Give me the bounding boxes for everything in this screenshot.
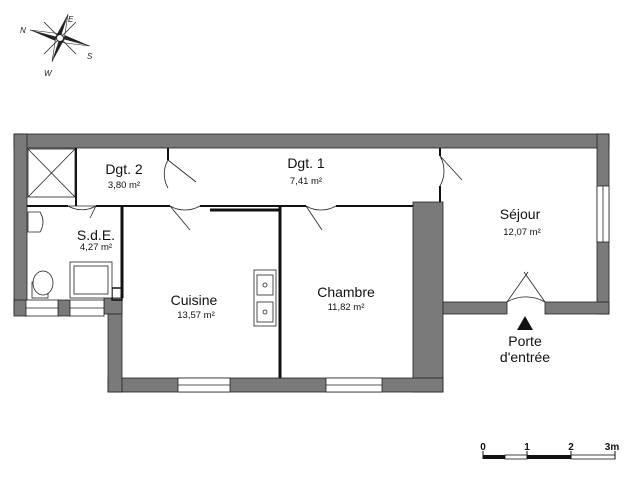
room-chambre-name: Chambre <box>317 284 375 300</box>
compass-east: E <box>68 15 74 24</box>
room-dgt1-area: 7,41 m² <box>290 176 322 187</box>
entrance-label-line1: Porte <box>508 333 542 349</box>
scale-tick-3: 3m <box>605 442 620 453</box>
washbasin <box>27 211 44 233</box>
compass-rose: N E S W <box>20 13 93 78</box>
room-labels: Dgt. 2 3,80 m² Dgt. 1 7,41 m² Séjour 12,… <box>77 155 550 365</box>
doors <box>67 155 546 303</box>
partitions <box>27 148 441 378</box>
scale-tick-1: 1 <box>524 442 530 453</box>
entrance-label-line2: d'entrée <box>500 349 550 365</box>
fixtures <box>27 148 277 327</box>
walls <box>13 133 610 393</box>
room-sejour-area: 12,07 m² <box>503 227 541 238</box>
room-chambre-area: 11,82 m² <box>328 302 365 313</box>
room-cuisine-name: Cuisine <box>171 292 218 308</box>
room-sejour-name: Séjour <box>500 206 541 222</box>
compass-west: W <box>44 69 53 78</box>
compass-south: S <box>87 52 93 61</box>
room-dgt2-name: Dgt. 2 <box>105 161 143 177</box>
windows <box>25 185 610 393</box>
toilet-bowl <box>32 270 54 296</box>
room-sde-name: S.d.E. <box>77 227 115 243</box>
room-dgt1-name: Dgt. 1 <box>287 155 325 171</box>
scale-tick-0: 0 <box>480 442 486 453</box>
scale-tick-2: 2 <box>568 442 574 453</box>
entrance-arrow <box>517 316 533 330</box>
room-dgt2-area: 3,80 m² <box>108 180 140 191</box>
room-sde-area: 4,27 m² <box>80 242 112 253</box>
scale-bar: 0 1 2 3m <box>480 442 620 460</box>
room-cuisine-area: 13,57 m² <box>177 310 215 321</box>
compass-north: N <box>20 26 26 35</box>
